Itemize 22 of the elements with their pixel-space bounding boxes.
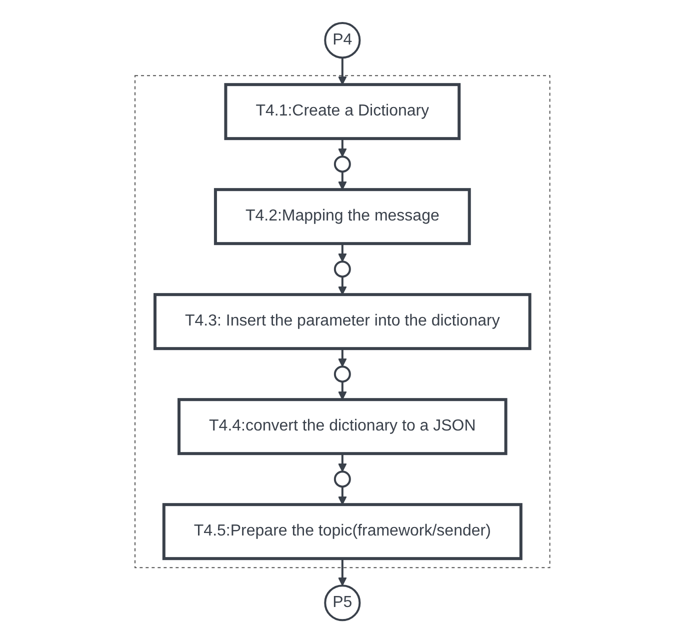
arrow [338, 172, 346, 190]
node-box: T4.4:convert the dictionary to a JSON [177, 398, 507, 456]
node-circle [334, 366, 350, 383]
node-circle [334, 156, 350, 173]
node-circle [334, 471, 350, 488]
arrow [338, 559, 346, 586]
node-box: T4.5:Prepare the topic(framework/sender) [162, 504, 522, 560]
node-circle [334, 261, 350, 278]
arrow [338, 58, 346, 86]
arrow [338, 277, 346, 296]
arrow [338, 382, 346, 400]
node-box: T4.3: Insert the parameter into the dictionary [153, 294, 531, 350]
node-circle: P5 [324, 585, 360, 622]
arrow [338, 244, 346, 262]
arrow [338, 139, 346, 158]
arrow [338, 349, 346, 368]
cluster [134, 76, 550, 568]
arrow [338, 487, 346, 506]
arrow [338, 454, 346, 472]
node-circle: P4 [324, 22, 360, 59]
node-box: T4.1:Create a Dictionary [224, 84, 460, 140]
node-box: T4.2:Mapping the message [214, 188, 470, 246]
